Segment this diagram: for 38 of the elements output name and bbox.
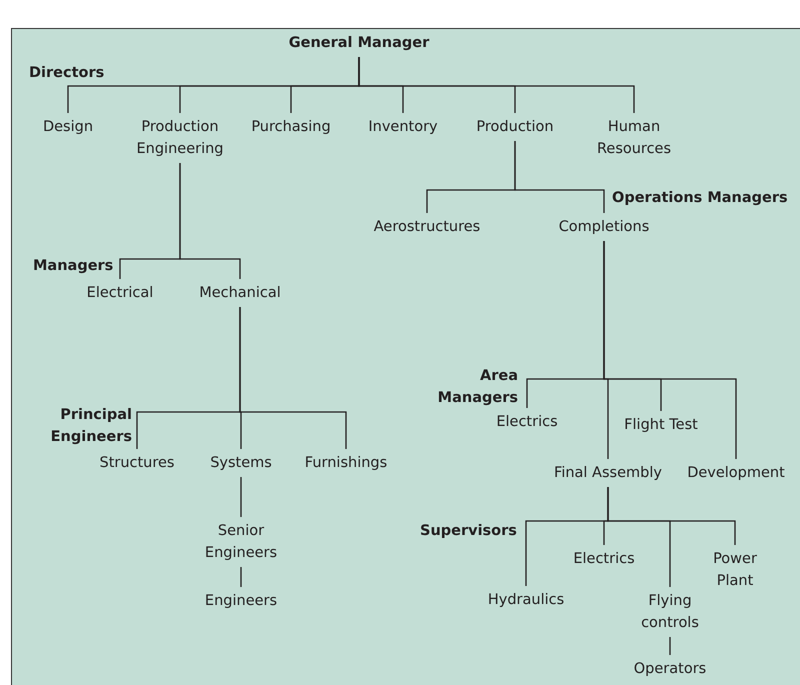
connector-line bbox=[240, 477, 242, 517]
role-label: Electrics bbox=[559, 545, 649, 573]
level-heading: Directors bbox=[29, 64, 104, 83]
level-heading: Area Managers bbox=[436, 367, 518, 408]
role-label: Completions bbox=[549, 213, 659, 241]
role-label: General Manager bbox=[284, 29, 434, 57]
role-label: Inventory bbox=[353, 113, 453, 141]
role-label: Production bbox=[465, 113, 565, 141]
connector-line bbox=[603, 241, 737, 459]
role-label: Flight Test bbox=[611, 411, 711, 439]
role-label: Engineers bbox=[191, 587, 291, 615]
role-label: Design bbox=[28, 113, 108, 141]
role-label: Operators bbox=[620, 655, 720, 683]
role-label: Purchasing bbox=[241, 113, 341, 141]
role-label: Final Assembly bbox=[543, 459, 673, 487]
level-heading: Operations Managers bbox=[612, 189, 788, 208]
role-label: Hydraulics bbox=[476, 586, 576, 614]
role-label: Senior Engineers bbox=[196, 517, 286, 567]
role-label: Production Engineering bbox=[130, 113, 230, 163]
role-label: Development bbox=[681, 459, 791, 487]
role-label: Human Resources bbox=[589, 113, 679, 163]
role-label: Aerostructures bbox=[362, 213, 492, 241]
role-label: Mechanical bbox=[185, 279, 295, 307]
level-heading: Principal Engineers bbox=[50, 406, 132, 447]
level-heading: Managers bbox=[33, 257, 114, 276]
role-label: Electrical bbox=[70, 279, 170, 307]
role-label: Furnishings bbox=[291, 449, 401, 477]
role-label: Systems bbox=[196, 449, 286, 477]
connector-line bbox=[669, 637, 671, 655]
connector-line bbox=[514, 141, 605, 213]
level-heading: Supervisors bbox=[420, 522, 517, 541]
role-label: Structures bbox=[87, 449, 187, 477]
role-label: Electrics bbox=[482, 408, 572, 436]
connector-line bbox=[239, 307, 347, 449]
connector-line bbox=[179, 163, 241, 279]
connector-line bbox=[358, 57, 635, 113]
connector-line bbox=[240, 567, 242, 587]
connector-line bbox=[607, 487, 671, 587]
